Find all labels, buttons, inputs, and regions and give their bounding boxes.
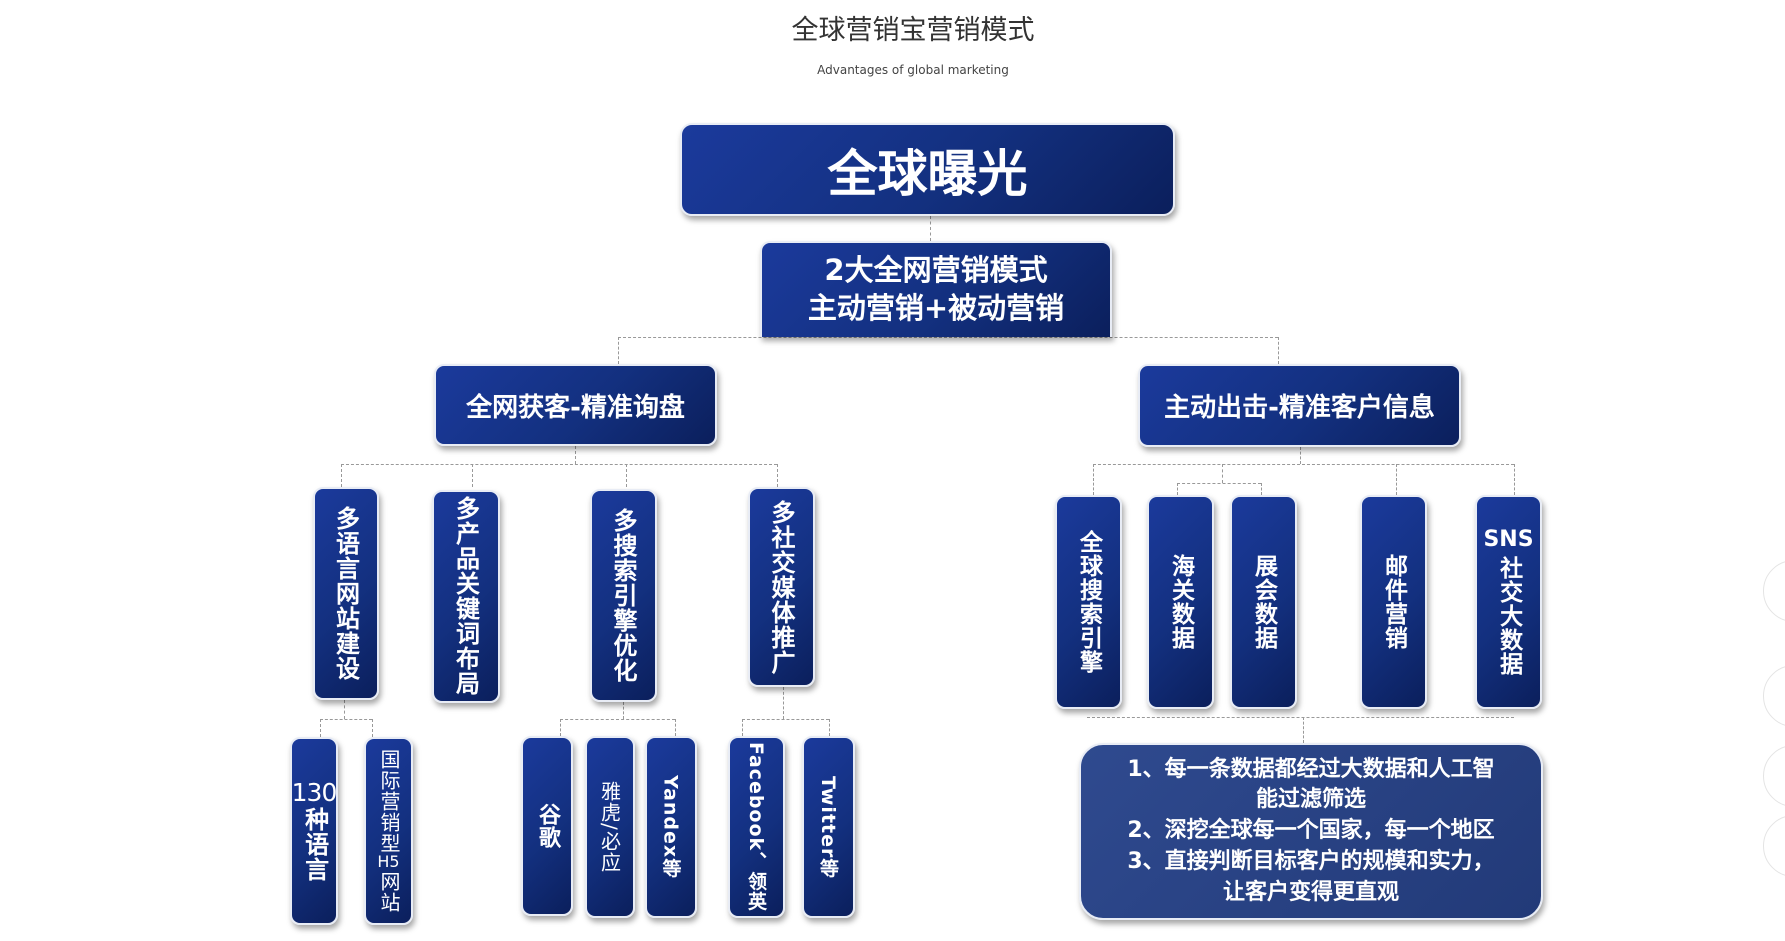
connector — [626, 464, 627, 487]
right-item-global-search: 全球搜索引擎 — [1055, 495, 1122, 709]
left-branch-label: 全网获客-精准询盘 — [466, 392, 685, 423]
connector — [320, 719, 321, 737]
connector — [341, 464, 342, 487]
connector — [372, 719, 373, 737]
item-label: 多搜索引擎优化 — [609, 508, 637, 683]
connector — [341, 464, 777, 465]
child-label: 雅虎/必应 — [597, 781, 622, 873]
item-label: 邮件营销 — [1380, 554, 1407, 650]
connector — [560, 719, 675, 720]
connector — [1177, 483, 1178, 495]
item-label: 多产品关键词布局 — [451, 496, 480, 696]
connector — [1278, 337, 1279, 364]
child-label: Facebook、领英 — [745, 742, 767, 912]
decorative-circle — [1763, 560, 1785, 622]
left-item-social: 多社交媒体推广 — [748, 487, 815, 687]
connector — [1087, 717, 1514, 718]
connector — [930, 216, 931, 241]
connector — [320, 719, 372, 720]
root-node: 全球曝光 — [680, 123, 1175, 216]
connector — [675, 719, 676, 736]
connector — [1514, 464, 1515, 495]
child-label: Yandex等 — [659, 775, 682, 879]
connector — [742, 719, 743, 736]
right-item-sns-data: SNS 社交大数据 — [1475, 495, 1542, 709]
modes-line1: 2大全网营销模式 — [824, 253, 1048, 288]
child-label: 种语言 — [300, 806, 329, 882]
page-subtitle: Advantages of global marketing — [817, 63, 1009, 77]
connector — [783, 687, 784, 719]
connector — [1093, 464, 1514, 465]
summary-line: 1、每一条数据都经过大数据和人工智 — [1127, 756, 1495, 782]
connector — [1300, 447, 1301, 464]
connector — [1222, 464, 1223, 483]
item-label: 社交大数据 — [1495, 555, 1522, 676]
connector — [618, 337, 1278, 338]
item-label: 多语言网站建设 — [331, 506, 360, 681]
child-twitter: Twitter等 — [802, 736, 855, 918]
connector — [618, 337, 619, 364]
child-languages: 130 种语言 — [290, 737, 338, 925]
connector — [742, 719, 829, 720]
child-google: 谷歌 — [521, 736, 573, 916]
summary-line: 能过滤筛选 — [1255, 787, 1366, 813]
connector — [1093, 464, 1094, 495]
modes-node: 2大全网营销模式 主动营销+被动营销 — [760, 241, 1112, 337]
left-branch-node: 全网获客-精准询盘 — [434, 364, 717, 446]
child-mid: H5 — [377, 852, 400, 872]
right-item-email-marketing: 邮件营销 — [1360, 495, 1427, 709]
right-branch-node: 主动出击-精准客户信息 — [1138, 364, 1461, 447]
connector — [777, 464, 778, 487]
item-label: 海关数据 — [1167, 554, 1194, 650]
child-label: 国际营销型 — [377, 749, 401, 855]
connector — [1261, 483, 1262, 495]
decorative-circle — [1763, 815, 1785, 877]
summary-line: 2、深挖全球每一个国家，每一个地区 — [1127, 818, 1495, 844]
sns-prefix: SNS — [1483, 527, 1534, 553]
modes-line2: 主动营销+被动营销 — [807, 291, 1065, 325]
decorative-circle — [1763, 745, 1785, 807]
summary-line: 让客户变得更直观 — [1222, 879, 1399, 905]
child-label: 谷歌 — [535, 803, 560, 849]
decorative-circle — [1763, 665, 1785, 727]
child-label: Twitter等 — [817, 775, 839, 879]
child-yahoo-bing: 雅虎/必应 — [585, 736, 635, 918]
item-label: 全球搜索引擎 — [1075, 530, 1102, 674]
item-label: 展会数据 — [1250, 554, 1277, 650]
child-h5-site: 国际营销型 H5 网站 — [364, 737, 413, 925]
left-item-seo: 多搜索引擎优化 — [590, 489, 657, 702]
connector — [1396, 464, 1397, 495]
connector — [623, 702, 624, 719]
item-label: 多社交媒体推广 — [767, 499, 795, 675]
connector — [560, 719, 561, 736]
connector — [344, 700, 345, 719]
connector — [1177, 483, 1261, 484]
right-branch-label: 主动出击-精准客户信息 — [1164, 393, 1435, 423]
child-yandex: Yandex等 — [645, 736, 697, 918]
root-label: 全球曝光 — [827, 144, 1028, 203]
child-label: 网站 — [377, 870, 401, 913]
connector — [472, 464, 473, 487]
connector — [575, 446, 576, 464]
summary-line: 3、直接判断目标客户的规模和实力， — [1127, 848, 1495, 874]
connector — [1303, 717, 1304, 743]
left-item-keywords: 多产品关键词布局 — [432, 490, 500, 703]
page-title: 全球营销宝营销模式 — [791, 15, 1035, 46]
right-item-customs-data: 海关数据 — [1147, 495, 1214, 709]
right-item-expo-data: 展会数据 — [1230, 495, 1297, 709]
left-item-website: 多语言网站建设 — [313, 487, 379, 700]
child-facebook-linkedin: Facebook、领英 — [728, 736, 785, 918]
summary-box: 1、每一条数据都经过大数据和人工智 能过滤筛选 2、深挖全球每一个国家，每一个地… — [1079, 743, 1543, 920]
connector — [829, 719, 830, 736]
child-prefix: 130 — [291, 778, 338, 808]
